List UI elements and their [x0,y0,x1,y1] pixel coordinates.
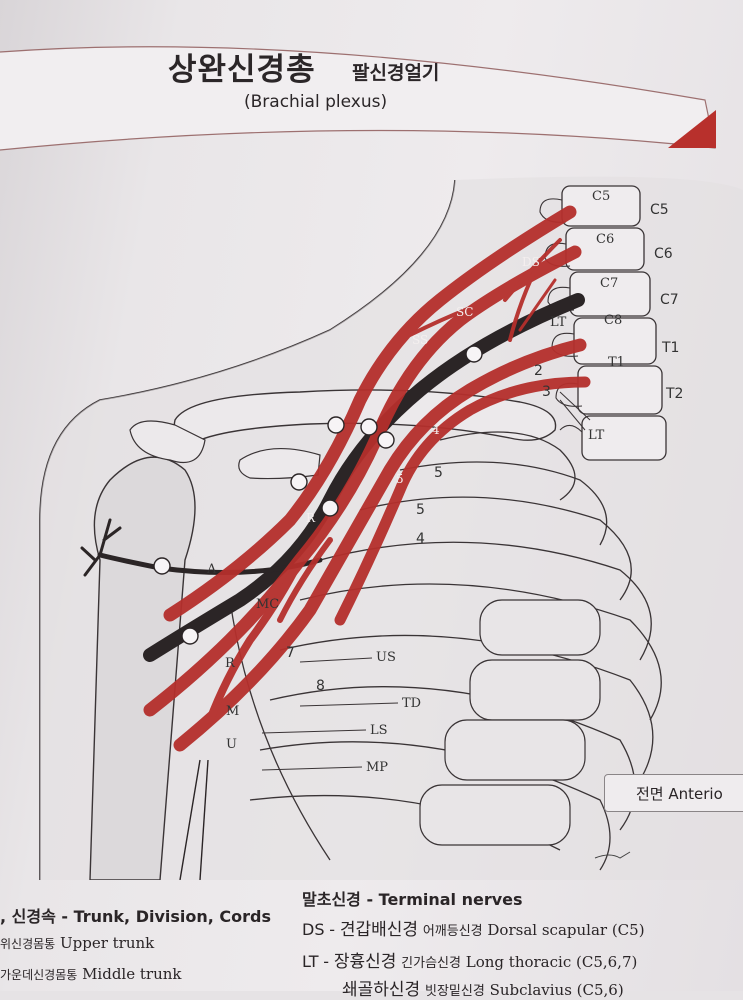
nerve-label-ls: LS [370,723,388,738]
nerve-label-lt: LT [550,315,567,330]
rib-number-5-lower: 5 [416,502,425,518]
nerve-label-ds: DS [522,255,540,269]
legend-left-heading: , 신경속 - Trunk, Division, Cords [0,907,272,926]
spinal-nerve-c7: C7 [660,292,679,308]
rib-number-3: 3 [542,384,551,400]
nerve-label-u: U [226,737,237,752]
leader-lines [261,391,591,771]
plexus-nerves [143,205,591,752]
page-title: 상완신경총 [168,52,316,88]
rib-number-5-right: 5 [434,465,443,481]
spinal-nerve-t2: T2 [666,386,684,402]
vertebra-label-c8: C8 [604,313,623,328]
nerve-label-sc: SC [456,305,474,319]
vertebral-column [561,185,667,461]
vertebra-label-t1: T1 [608,355,625,370]
page-title-english: (Brachial plexus) [244,92,388,112]
rib-number-2: 2 [534,363,543,379]
rib-number-4-lower: 4 [416,531,425,547]
rib-number-7: 7 [286,645,295,661]
rib-number-5-nerve: 5 [396,472,404,486]
nerve-label-td: TD [402,696,422,711]
nerve-label-mc: MC [256,597,280,612]
legend-item-long-thoracic: LT - 장흉신경 긴가슴신경 Long thoracic (C5,6,7) [302,952,638,972]
junction-markers [153,345,483,645]
view-label-box [604,774,743,812]
legend-item-subclavius: 쇄골하신경 빗장밑신경 Subclavius (C5,6) [342,980,624,1000]
vertebra-label-lt: LT [588,428,605,443]
vertebra-label-c7: C7 [600,276,619,291]
legend-right-heading: 말초신경 - Terminal nerves [302,890,523,909]
header-frame [0,46,716,151]
spinal-nerve-c5: C5 [650,202,669,218]
nerve-label-r: R [225,656,235,671]
legend-item-dorsal-scapular: DS - 견갑배신경 어깨등신경 Dorsal scapular (C5) [302,920,645,940]
spinal-nerve-c6: C6 [654,246,673,262]
legend-left-item-upper-trunk: 위신경몸통 Upper trunk [0,934,155,952]
nerve-label-m: M [226,704,240,719]
vertebra-label-c6: C6 [596,232,615,247]
nerve-label-us: US [376,650,396,665]
nerve-label-r-upper: R [306,511,316,525]
rib-number-4-upper: 4 [432,423,440,437]
legend-left-item-middle-trunk: 가운데신경몸통 Middle trunk [0,965,182,983]
rib-number-8: 8 [316,678,325,694]
page-title-alt: 팔신경얼기 [352,62,440,84]
vertebra-label-c5: C5 [592,189,611,204]
nerve-label-mp: MP [366,760,389,775]
spinal-nerve-t1: T1 [662,340,680,356]
nerve-label-a: A [207,562,217,577]
view-label: 전면 Anterio [636,785,723,803]
nerve-label-ss: SS [412,333,429,347]
brachial-plexus-illustration [39,179,667,880]
corner-accent [668,110,716,148]
